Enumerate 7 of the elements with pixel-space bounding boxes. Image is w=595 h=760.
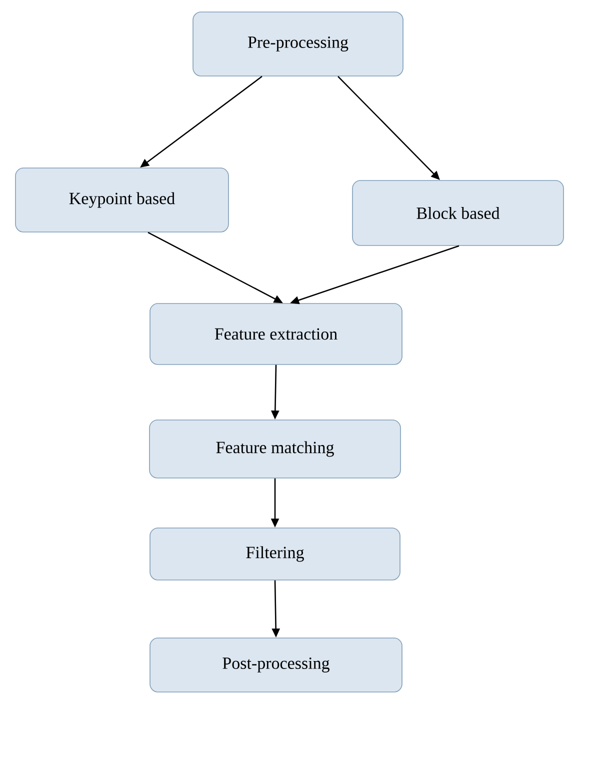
process-box: Keypoint based [15, 168, 229, 232]
process-box: Block based [352, 180, 564, 246]
process-box: Filtering [150, 528, 400, 580]
process-box: Post-processing [150, 638, 402, 692]
process-box: Feature matching [149, 420, 401, 478]
process-box: Pre-processing [192, 12, 404, 76]
process-box: Feature extraction [150, 303, 402, 365]
